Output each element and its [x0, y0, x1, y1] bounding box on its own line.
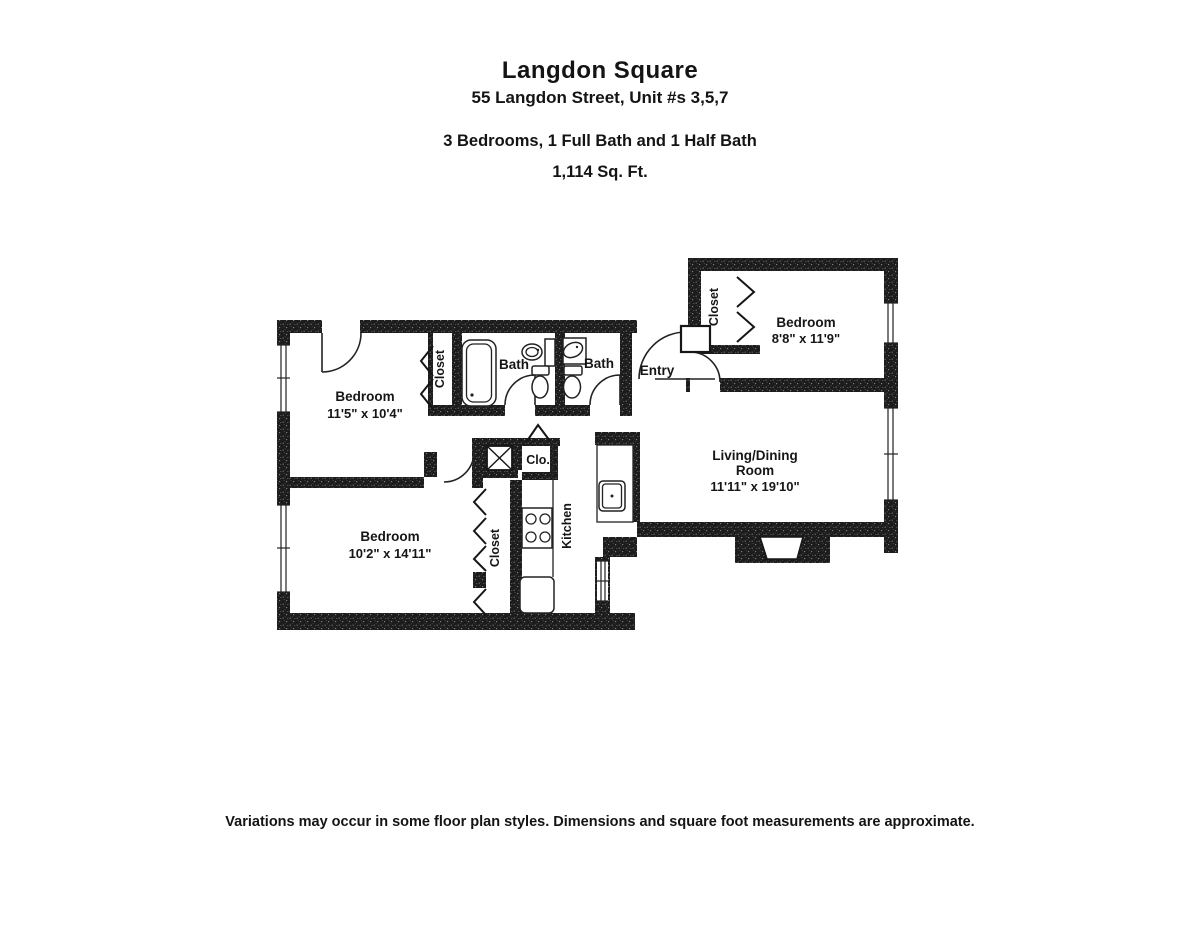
sink-icon — [562, 337, 587, 365]
bedroom-upper-left-label: Bedroom — [335, 389, 394, 404]
shaft-icon — [486, 445, 513, 471]
closet-lower-label: Closet — [488, 528, 502, 567]
toilet-icon — [562, 365, 583, 399]
kitchen-label: Kitchen — [560, 503, 574, 549]
bathtub-icon — [461, 339, 497, 407]
living-dining-dims: 11'11" x 19'10" — [710, 479, 799, 494]
bedroom-lower-left-dims: 10'2" x 14'11" — [349, 546, 432, 561]
closet-hall-label: Closet — [433, 349, 447, 388]
unit-configuration: 3 Bedrooms, 1 Full Bath and 1 Half Bath — [443, 132, 757, 150]
bedroom-top-right-dims: 8'8" x 11'9" — [772, 331, 840, 346]
bedroom-upper-left-dims: 11'5" x 10'4" — [327, 406, 403, 421]
counter — [596, 444, 634, 523]
disclaimer-text: Variations may occur in some floor plan … — [225, 814, 975, 830]
bath-full-label: Bath — [499, 357, 529, 372]
sink-icon — [521, 338, 556, 367]
bedroom-lower-left-label: Bedroom — [360, 529, 419, 544]
bedroom-top-right-label: Bedroom — [776, 315, 835, 330]
closet-top-right-label: Closet — [707, 287, 721, 326]
page-title: Langdon Square — [501, 57, 699, 84]
floor-plan-svg: Bedroom 8'8" x 11'9" Bedroom 11'5" x 10'… — [277, 258, 898, 630]
entry-label: Entry — [640, 363, 675, 378]
bifold-door-icon — [419, 276, 756, 616]
living-dining-label-1: Living/Dining — [712, 448, 798, 463]
property-address: 55 Langdon Street, Unit #s 3,5,7 — [471, 88, 729, 107]
square-footage: 1,114 Sq. Ft. — [552, 163, 648, 181]
header: Langdon Square 55 Langdon Street, Unit #… — [0, 57, 1200, 182]
window-icon — [277, 302, 898, 602]
walls — [277, 258, 898, 630]
bath-half-label: Bath — [584, 356, 614, 371]
refrigerator-icon — [519, 576, 555, 614]
kitchen-fixtures — [519, 444, 634, 614]
toilet-icon — [531, 365, 550, 399]
living-dining-label-2: Room — [736, 463, 774, 478]
entry-vestibule — [679, 324, 712, 354]
closet-small-label: Clo. — [526, 453, 550, 467]
bay-window-icon — [758, 536, 804, 560]
